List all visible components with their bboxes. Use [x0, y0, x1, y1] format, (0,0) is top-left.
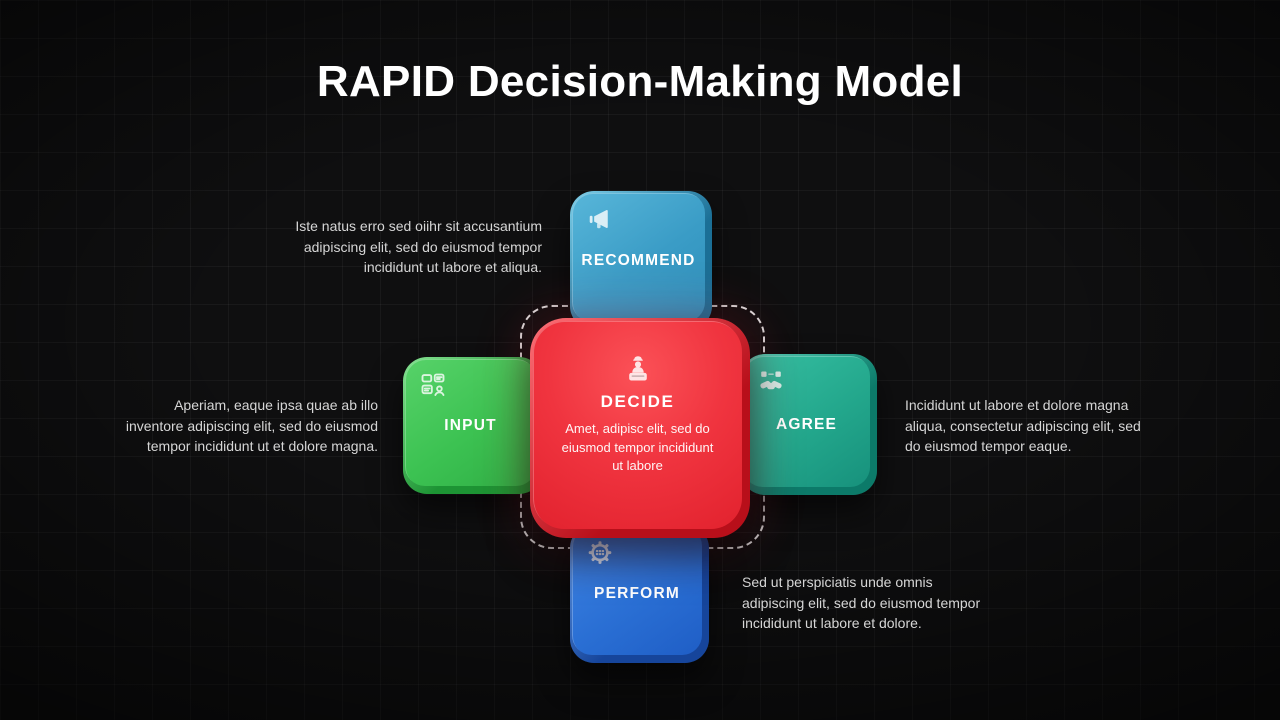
decide-card: DECIDE Amet, adipisc elit, sed do eiusmo… [530, 318, 750, 538]
decide-description-line: eiusmod tempor incididunt [561, 439, 714, 455]
input-note: Aperiam, eaque ipsa quae ab illo invento… [88, 395, 378, 457]
note-line: incididunt ut labore et aliqua. [363, 259, 542, 276]
handshake-icon [760, 371, 782, 390]
note-line: tempor incididunt ut et dolore magna. [146, 438, 378, 455]
recommend-card-label: RECOMMEND [581, 251, 696, 269]
input-card: INPUT [403, 357, 543, 494]
decide-card-description: Amet, adipisc elit, sed do eiusmod tempo… [562, 420, 714, 476]
note-line: adipiscing elit, sed do eiusmod tempor [303, 238, 542, 255]
feedback-collection-icon [421, 373, 445, 396]
input-card-label: INPUT [444, 416, 497, 434]
recommend-card: RECOMMEND [570, 191, 712, 330]
megaphone-icon [589, 210, 608, 229]
note-line: Incididunt ut labore et dolore magna [905, 397, 1129, 413]
input-card-face: INPUT [405, 359, 536, 486]
note-line: inventore adipiscing elit, sed do eiusmo… [125, 417, 378, 434]
agree-card-label: AGREE [775, 415, 838, 433]
perform-card-face: PERFORM [572, 526, 702, 655]
note-line: Aperiam, eaque ipsa quae ab illo [174, 397, 378, 413]
note-line: aliqua, consectetur adipiscing elit, sed [905, 417, 1141, 434]
gear-icon [588, 541, 612, 564]
decide-description-line: ut labore [612, 458, 663, 473]
perform-note: Sed ut perspiciatis unde omnis adipiscin… [742, 572, 1042, 634]
decide-card-face: DECIDE Amet, adipisc elit, sed do eiusmo… [533, 321, 742, 529]
note-line: Iste natus erro sed oiihr sit accusantiu… [295, 218, 542, 234]
recommend-card-face: RECOMMEND [572, 193, 705, 322]
perform-card: PERFORM [570, 524, 709, 663]
note-line: do eiusmod tempor eaque. [905, 438, 1072, 455]
decide-description-line: Amet, adipisc elit, sed do [565, 421, 710, 436]
decide-card-label: DECIDE [600, 392, 675, 411]
perform-card-label: PERFORM [594, 584, 680, 602]
decision-person-icon [628, 356, 647, 381]
slide-title: RAPID Decision-Making Model [316, 57, 964, 106]
agree-card: AGREE [741, 354, 877, 495]
recommend-note: Iste natus erro sed oiihr sit accusantiu… [238, 216, 542, 278]
note-line: adipiscing elit, sed do eiusmod tempor [742, 594, 981, 611]
agree-note: Incididunt ut labore et dolore magna ali… [905, 395, 1205, 457]
note-line: Sed ut perspiciatis unde omnis [742, 574, 933, 590]
note-line: incididunt ut labore et dolore. [742, 615, 922, 632]
agree-card-face: AGREE [743, 356, 870, 487]
